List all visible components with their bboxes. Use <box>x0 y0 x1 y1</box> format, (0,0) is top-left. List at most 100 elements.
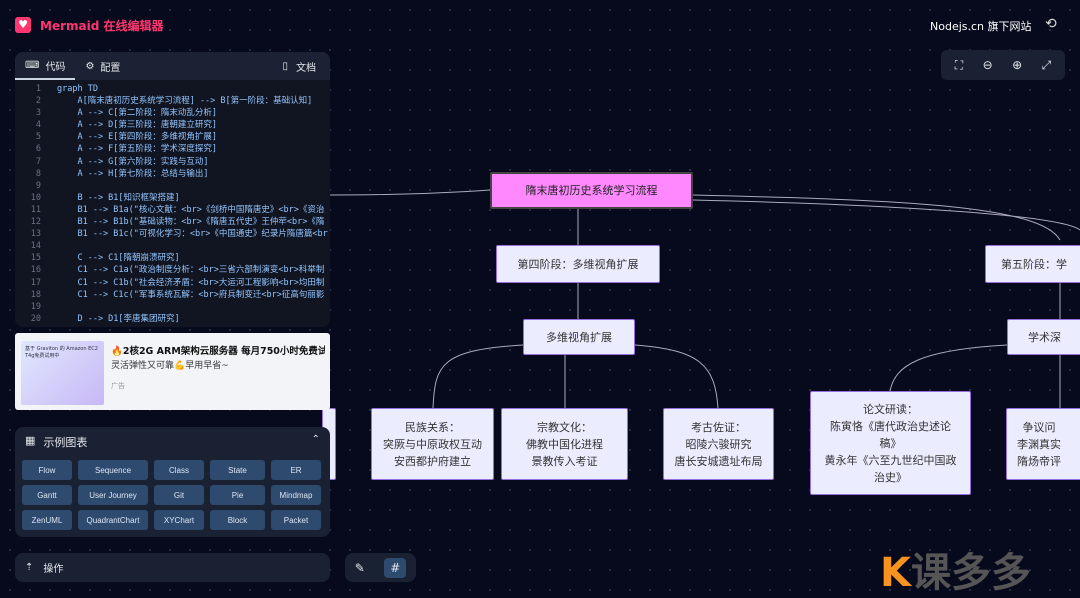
mermaid-logo[interactable]: ♥ <box>15 17 31 33</box>
line-number: 19 <box>30 301 41 312</box>
zoom-out-icon[interactable]: ⊖ <box>982 58 993 72</box>
code-line: 18 C1 --> C1c("军事系统瓦解：<br>府兵制变迁<br>征高句丽影 <box>15 289 330 301</box>
node-multi-view[interactable]: 多维视角扩展 <box>523 319 635 355</box>
pan-zoom-toggle-icon[interactable]: ✎ <box>354 560 365 575</box>
actions-icon: ⇡ <box>25 562 34 573</box>
header: ♥ Mermaid 在线编辑器 Nodejs.cn 旗下网站 ⟲ <box>0 0 1080 48</box>
code-line: 15 C --> C1[隋朝崩溃研究] <box>15 252 330 264</box>
line-number: 13 <box>30 229 41 240</box>
node-leaf[interactable]: 论文研读： 陈寅恪《唐代政治史述论稿》 黄永年《六至九世纪中国政治史》 <box>810 391 971 495</box>
line-number: 12 <box>30 217 41 228</box>
line-number: 15 <box>30 253 41 264</box>
example-button[interactable]: Git <box>154 485 204 505</box>
example-button[interactable]: User Journey <box>78 485 148 505</box>
example-button[interactable]: XYChart <box>154 510 204 530</box>
code-line: 14 <box>15 240 330 252</box>
fullscreen-icon[interactable]: ⤢ <box>1041 57 1052 72</box>
gear-icon: ⚙ <box>85 60 95 72</box>
example-button[interactable]: Mindmap <box>271 485 321 505</box>
node-leaf[interactable]: 考古佐证： 昭陵六骏研究 唐长安城遗址布局 <box>663 408 774 480</box>
line-text: B1 --> B1a("核心文献：<br>《剑桥中国隋唐史》<br>《资治 <box>57 204 325 215</box>
node-leaf[interactable]: 争议问 李渊真实 隋炀帝评 <box>1006 408 1080 480</box>
node-leaf[interactable]: 民族关系： 突厥与中原政权互动 安西都护府建立 <box>371 408 494 480</box>
docs-link[interactable]: ▯文档 <box>282 60 316 74</box>
code-line: 7 A --> G[第六阶段：实践与互动] <box>15 156 330 168</box>
zoom-in-icon[interactable]: ⊕ <box>1012 58 1023 72</box>
line-number: 14 <box>30 241 41 252</box>
tab-code[interactable]: ⌨代码 <box>15 52 76 80</box>
example-button[interactable]: Pie <box>210 485 265 505</box>
line-number: 16 <box>30 265 41 276</box>
line-number: 1 <box>35 84 41 94</box>
example-button[interactable]: Packet <box>271 510 321 530</box>
line-number: 17 <box>30 277 41 288</box>
app-title: Mermaid 在线编辑器 <box>40 19 164 33</box>
code-line: 2 A[隋末唐初历史系统学习流程] --> B[第一阶段：基础认知] <box>15 95 330 107</box>
code-line: 8 A --> H[第七阶段：总结与输出] <box>15 168 330 180</box>
site-link[interactable]: Nodejs.cn 旗下网站 <box>930 20 1032 33</box>
code-line: 19 <box>15 301 330 313</box>
example-button[interactable]: Gantt <box>22 485 72 505</box>
line-text: A --> E[第四阶段：多维视角扩展] <box>57 132 218 143</box>
line-number: 3 <box>35 108 41 119</box>
edge <box>692 194 1061 241</box>
line-text: A --> G[第六阶段：实践与互动] <box>57 156 209 167</box>
fit-icon[interactable]: ⛶ <box>954 57 964 72</box>
example-button[interactable]: Sequence <box>78 460 148 480</box>
line-number: 8 <box>35 168 41 179</box>
actions-title: 操作 <box>43 564 64 575</box>
ad-banner[interactable]: 基于 Graviton 的 Amazon EC2 T4g免费试用中 🔥2核2G … <box>15 333 330 410</box>
actions-panel[interactable]: ⇡ 操作 <box>15 553 330 582</box>
line-number: 5 <box>35 132 41 143</box>
line-text: B --> B1[知识框架搭建] <box>57 192 180 203</box>
history-icon[interactable]: ⟲ <box>1045 16 1057 32</box>
code-line: 11 B1 --> B1a("核心文献：<br>《剑桥中国隋唐史》<br>《资治 <box>15 204 330 216</box>
line-number: 4 <box>35 120 41 131</box>
line-number: 9 <box>35 180 41 191</box>
node-root[interactable]: 隋末唐初历史系统学习流程 <box>490 172 693 209</box>
node-stage5[interactable]: 第五阶段：学 <box>985 245 1080 283</box>
edge <box>432 344 524 409</box>
ad-title: 🔥2核2G ARM架构云服务器 每月750小时免费试用 <box>111 346 325 357</box>
code-line: 16 C1 --> C1a("政治制度分析：<br>三省六部制演变<br>科举制 <box>15 264 330 276</box>
code-line: 20 D --> D1[李唐集团研究] <box>15 313 330 325</box>
code-line: 10 B --> B1[知识框架搭建] <box>15 192 330 204</box>
line-number: 20 <box>30 313 41 324</box>
tab-config[interactable]: ⚙配置 <box>85 60 121 74</box>
example-button[interactable]: Block <box>210 510 265 530</box>
example-button[interactable]: ER <box>271 460 321 480</box>
code-line: 13 B1 --> B1c("可视化学习：<br>《中国通史》纪录片隋唐篇<br <box>15 228 330 240</box>
node-leaf[interactable]: 宗教文化： 佛教中国化进程 景教传入考证 <box>501 408 628 480</box>
node-academic[interactable]: 学术深 <box>1007 319 1080 355</box>
node-stage4[interactable]: 第四阶段：多维视角扩展 <box>496 245 660 283</box>
code-line: 17 C1 --> C1b("社会经济矛盾：<br>大运河工程影响<br>均田制 <box>15 277 330 289</box>
line-text: D --> D1[李唐集团研究] <box>57 313 180 324</box>
examples-title: 示例图表 <box>43 436 88 449</box>
grid-toggle-icon[interactable]: # <box>384 557 407 578</box>
zoom-toolbar: ⛶ ⊖ ⊕ ⤢ <box>941 50 1065 80</box>
example-button[interactable]: Class <box>154 460 204 480</box>
line-text: C1 --> C1b("社会经济矛盾：<br>大运河工程影响<br>均田制 <box>57 277 325 288</box>
edge <box>692 199 1080 231</box>
code-icon: ⌨ <box>25 59 40 71</box>
collapse-icon[interactable]: ⌃ <box>311 434 320 445</box>
book-icon: ▯ <box>282 60 288 72</box>
line-text: A[隋末唐初历史系统学习流程] --> B[第一阶段：基础认知] <box>57 96 313 107</box>
line-text: C1 --> C1a("政治制度分析：<br>三省六部制演变<br>科举制 <box>57 265 325 276</box>
example-button[interactable]: QuadrantChart <box>78 510 148 530</box>
code-line: 6 A --> F[第五阶段：学术深度探究] <box>15 143 330 155</box>
ad-image: 基于 Graviton 的 Amazon EC2 T4g免费试用中 <box>21 341 104 405</box>
line-number: 7 <box>35 156 41 167</box>
example-button[interactable]: ZenUML <box>22 510 72 530</box>
edge <box>634 344 719 409</box>
line-text: A --> H[第七阶段：总结与输出] <box>57 168 209 179</box>
example-button[interactable]: State <box>210 460 265 480</box>
example-button[interactable]: Flow <box>22 460 72 480</box>
diagram-icon: ▦ <box>25 434 36 447</box>
canvas-toolbar: ✎ # <box>345 553 416 582</box>
code-line: 4 A --> D[第三阶段：唐朝建立研究] <box>15 119 330 131</box>
code-line: 5 A --> E[第四阶段：多维视角扩展] <box>15 131 330 143</box>
code-line: 12 B1 --> B1b("基础读物：<br>《隋唐五代史》王仲荦<br>《隋 <box>15 216 330 228</box>
